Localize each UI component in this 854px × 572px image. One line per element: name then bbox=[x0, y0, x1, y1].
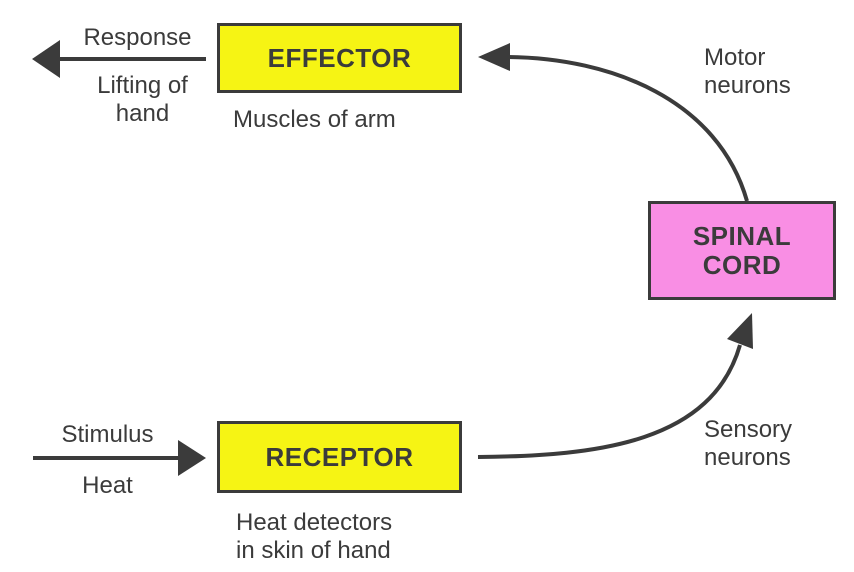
effector-caption: Muscles of arm bbox=[233, 106, 396, 133]
response-arrow-icon bbox=[32, 40, 206, 78]
effector-node: EFFECTOR bbox=[217, 23, 462, 93]
sensory-neurons-label: Sensory neurons bbox=[704, 416, 793, 471]
motor-neurons-label: Motor neurons bbox=[704, 44, 791, 99]
receptor-node: RECEPTOR bbox=[217, 421, 462, 493]
sensory-neurons-arrow-icon bbox=[477, 313, 753, 459]
response-caption: Lifting of hand bbox=[97, 72, 188, 127]
receptor-caption: Heat detectors in skin of hand bbox=[236, 509, 393, 564]
stimulus-label: Stimulus bbox=[61, 421, 154, 448]
response-label: Response bbox=[83, 24, 192, 51]
motor-neurons-arrow-icon bbox=[478, 43, 749, 202]
spinal-cord-node: SPINAL CORD bbox=[648, 201, 836, 300]
stimulus-arrow-icon bbox=[33, 440, 206, 476]
stimulus-caption: Heat bbox=[82, 472, 133, 499]
